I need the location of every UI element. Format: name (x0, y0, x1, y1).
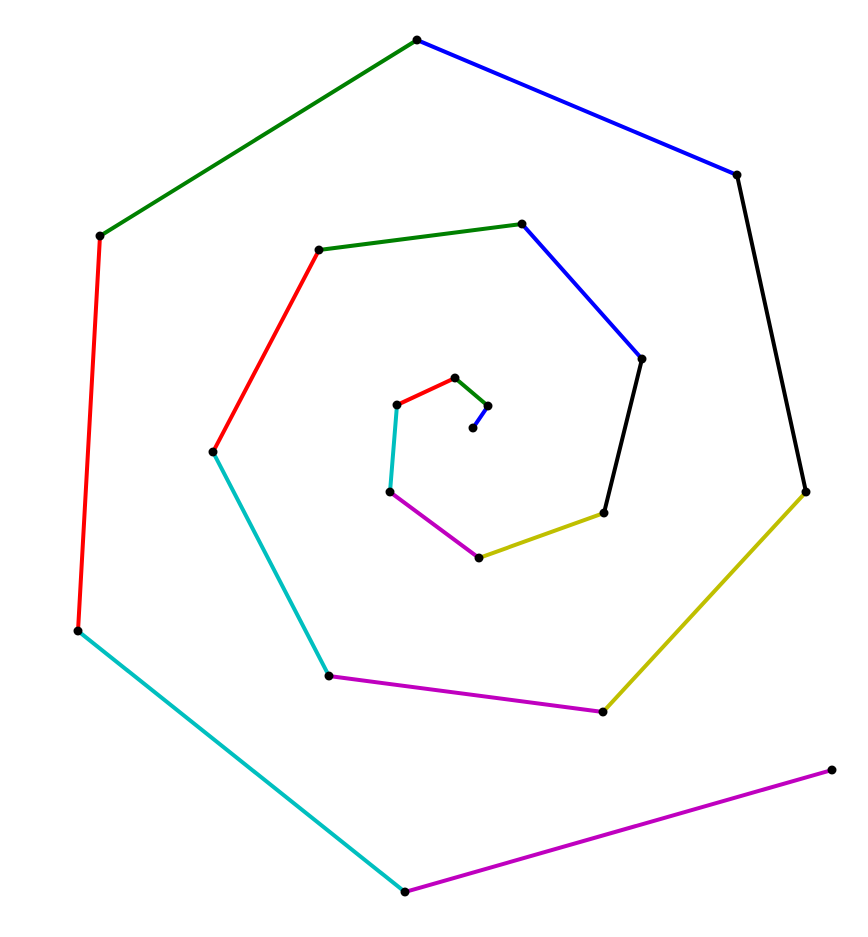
spiral-node-9 (517, 219, 527, 229)
spiral-node-17 (95, 231, 105, 241)
spiral-segment-14 (735, 173, 808, 494)
spiral-node-16 (412, 35, 422, 45)
spiral-segment-18 (76, 629, 407, 894)
spiral-node-2 (483, 401, 493, 411)
spiral-node-4 (392, 400, 402, 410)
spiral-node-13 (598, 707, 608, 717)
spiral-segment-5 (388, 490, 481, 560)
spiral-nodes (73, 35, 837, 897)
spiral-node-14 (801, 487, 811, 497)
spiral-node-8 (637, 354, 647, 364)
spiral-node-10 (314, 245, 324, 255)
spiral-segment-17 (76, 234, 102, 633)
spiral-segment-15 (415, 38, 739, 177)
spiral-segment-13 (601, 490, 808, 714)
spiral-node-19 (400, 887, 410, 897)
spiral-segment-19 (403, 768, 834, 894)
spiral-segment-12 (327, 674, 605, 714)
spiral-segment-10 (211, 248, 321, 454)
spiral-node-1 (468, 423, 478, 433)
spiral-node-12 (324, 671, 334, 681)
spiral-node-11 (208, 447, 218, 457)
spiral-node-18 (73, 626, 83, 636)
spiral-node-6 (474, 553, 484, 563)
spiral-node-3 (450, 373, 460, 383)
spiral-segment-2 (453, 376, 490, 408)
spiral-segment-7 (602, 357, 644, 515)
spiral-segment-4 (388, 403, 399, 494)
spiral-segment-6 (477, 511, 606, 560)
spiral-node-15 (732, 170, 742, 180)
spiral-segment-8 (520, 222, 644, 361)
spiral-segment-3 (395, 376, 457, 407)
spiral-node-5 (385, 487, 395, 497)
spiral-node-20 (827, 765, 837, 775)
spiral-segment-11 (211, 450, 331, 678)
spiral-segments (76, 38, 834, 894)
spiral-segment-9 (317, 222, 524, 252)
spiral-segment-16 (98, 38, 419, 238)
spiral-node-7 (599, 508, 609, 518)
